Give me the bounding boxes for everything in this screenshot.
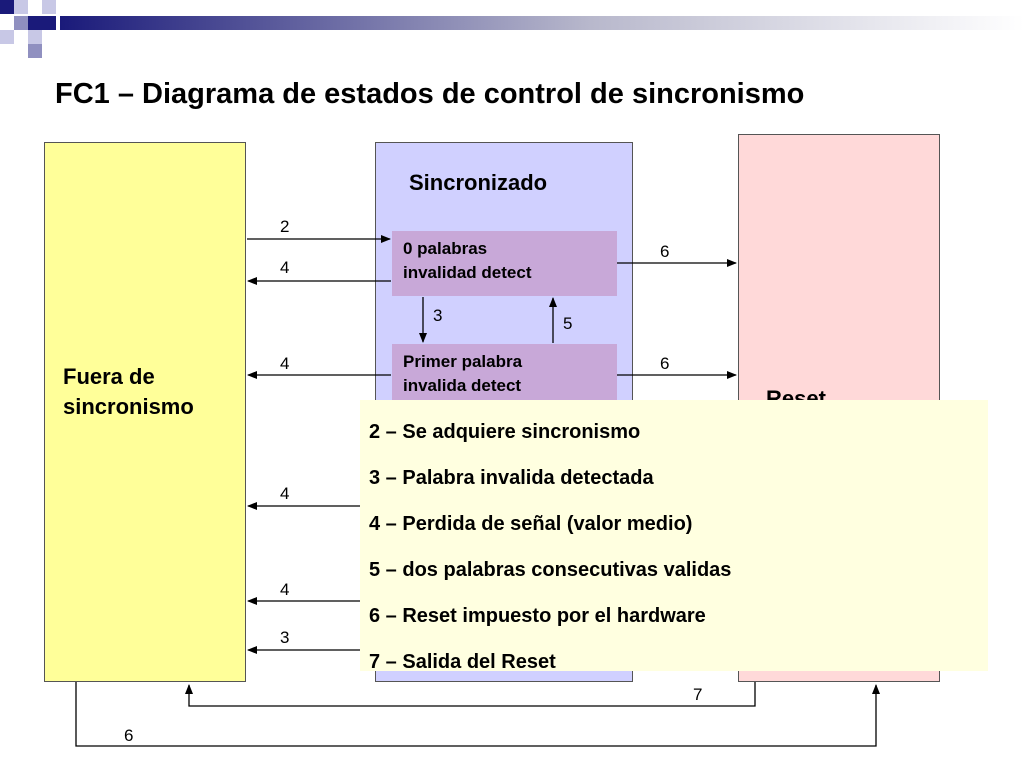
transition-label: 4: [280, 580, 290, 599]
legend-item: 4 – Perdida de señal (valor medio): [369, 513, 693, 535]
legend-item: 7 – Salida del Reset: [369, 651, 556, 673]
transition-label: 4: [280, 258, 290, 277]
sincronizado-label: Sincronizado: [409, 170, 548, 195]
legend-item: 3 – Palabra invalida detectada: [369, 467, 654, 489]
legend-item: 2 – Se adquiere sincronismo: [369, 421, 641, 443]
corner-decoration: [0, 0, 1024, 58]
transition-label: 3: [280, 628, 290, 647]
slide-title: FC1 – Diagrama de estados de control de …: [55, 78, 805, 110]
transition-label: 5: [563, 314, 573, 333]
transition-label: 6: [660, 354, 670, 373]
transition-label: 2: [280, 217, 290, 236]
legend-item: 6 – Reset impuesto por el hardware: [369, 605, 706, 627]
substate-0-palabras: 0 palabras invalidad detect: [392, 231, 617, 296]
state-fuera-de-sincronismo: [44, 142, 246, 682]
transition-label: 7: [693, 685, 703, 704]
transition-label: 6: [124, 726, 134, 745]
legend-box: 2 – Se adquiere sincronismo 3 – Palabra …: [360, 400, 988, 673]
transition-label: 6: [660, 242, 670, 261]
transition-label: 4: [280, 484, 290, 503]
legend-item: 5 – dos palabras consecutivas validas: [369, 559, 732, 581]
transition-label: 3: [433, 306, 443, 325]
arrow-6-bottom: [75, 682, 880, 747]
fuera-label: Fuera de sincronismo: [63, 364, 194, 419]
substate-primer-palabra: Primer palabra invalida detect: [392, 344, 617, 404]
transition-label: 4: [280, 354, 290, 373]
arrow-7: [185, 682, 756, 707]
